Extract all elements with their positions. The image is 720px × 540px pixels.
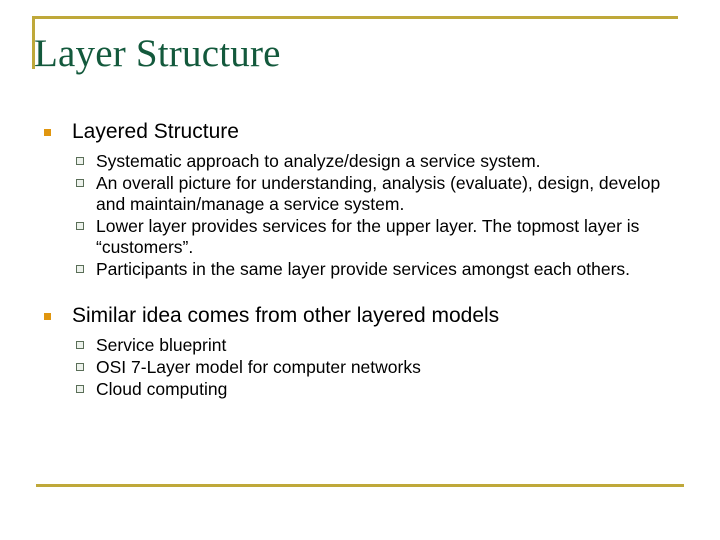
left-gold-rule <box>32 16 35 69</box>
list-item-label: Service blueprint <box>96 335 227 355</box>
sublist-layered-structure: Systematic approach to analyze/design a … <box>36 151 686 280</box>
hollow-square-bullet-icon <box>76 363 84 371</box>
bullet-level1-label: Similar idea comes from other layered mo… <box>72 304 500 327</box>
bottom-gold-rule <box>36 484 684 487</box>
list-item-label: Cloud computing <box>96 379 228 399</box>
bullet-level1-layered-structure: Layered Structure <box>36 119 686 145</box>
list-item: Participants in the same layer provide s… <box>36 259 686 280</box>
slide-body: Layered Structure Systematic approach to… <box>36 119 686 401</box>
square-bullet-icon <box>44 313 51 320</box>
list-item: Cloud computing <box>36 379 686 400</box>
bullet-level1-label: Layered Structure <box>72 120 239 143</box>
list-item: Service blueprint <box>36 335 686 356</box>
hollow-square-bullet-icon <box>76 157 84 165</box>
list-item-label: Lower layer provides services for the up… <box>96 216 640 257</box>
section-spacer <box>36 281 686 303</box>
slide-title: Layer Structure <box>34 32 281 75</box>
list-item-label: Systematic approach to analyze/design a … <box>96 151 541 171</box>
hollow-square-bullet-icon <box>76 385 84 393</box>
hollow-square-bullet-icon <box>76 341 84 349</box>
square-bullet-icon <box>44 129 51 136</box>
list-item-label: An overall picture for understanding, an… <box>96 173 661 214</box>
hollow-square-bullet-icon <box>76 222 84 230</box>
bullet-level1-similar-idea: Similar idea comes from other layered mo… <box>36 303 686 329</box>
sublist-layered-models: Service blueprint OSI 7-Layer model for … <box>36 335 686 400</box>
top-gold-rule <box>32 16 678 19</box>
list-item: An overall picture for understanding, an… <box>36 173 686 215</box>
list-item: Lower layer provides services for the up… <box>36 216 686 258</box>
list-item: Systematic approach to analyze/design a … <box>36 151 686 172</box>
list-item: OSI 7-Layer model for computer networks <box>36 357 686 378</box>
hollow-square-bullet-icon <box>76 179 84 187</box>
list-item-label: OSI 7-Layer model for computer networks <box>96 357 421 377</box>
hollow-square-bullet-icon <box>76 265 84 273</box>
list-item-label: Participants in the same layer provide s… <box>96 259 631 279</box>
